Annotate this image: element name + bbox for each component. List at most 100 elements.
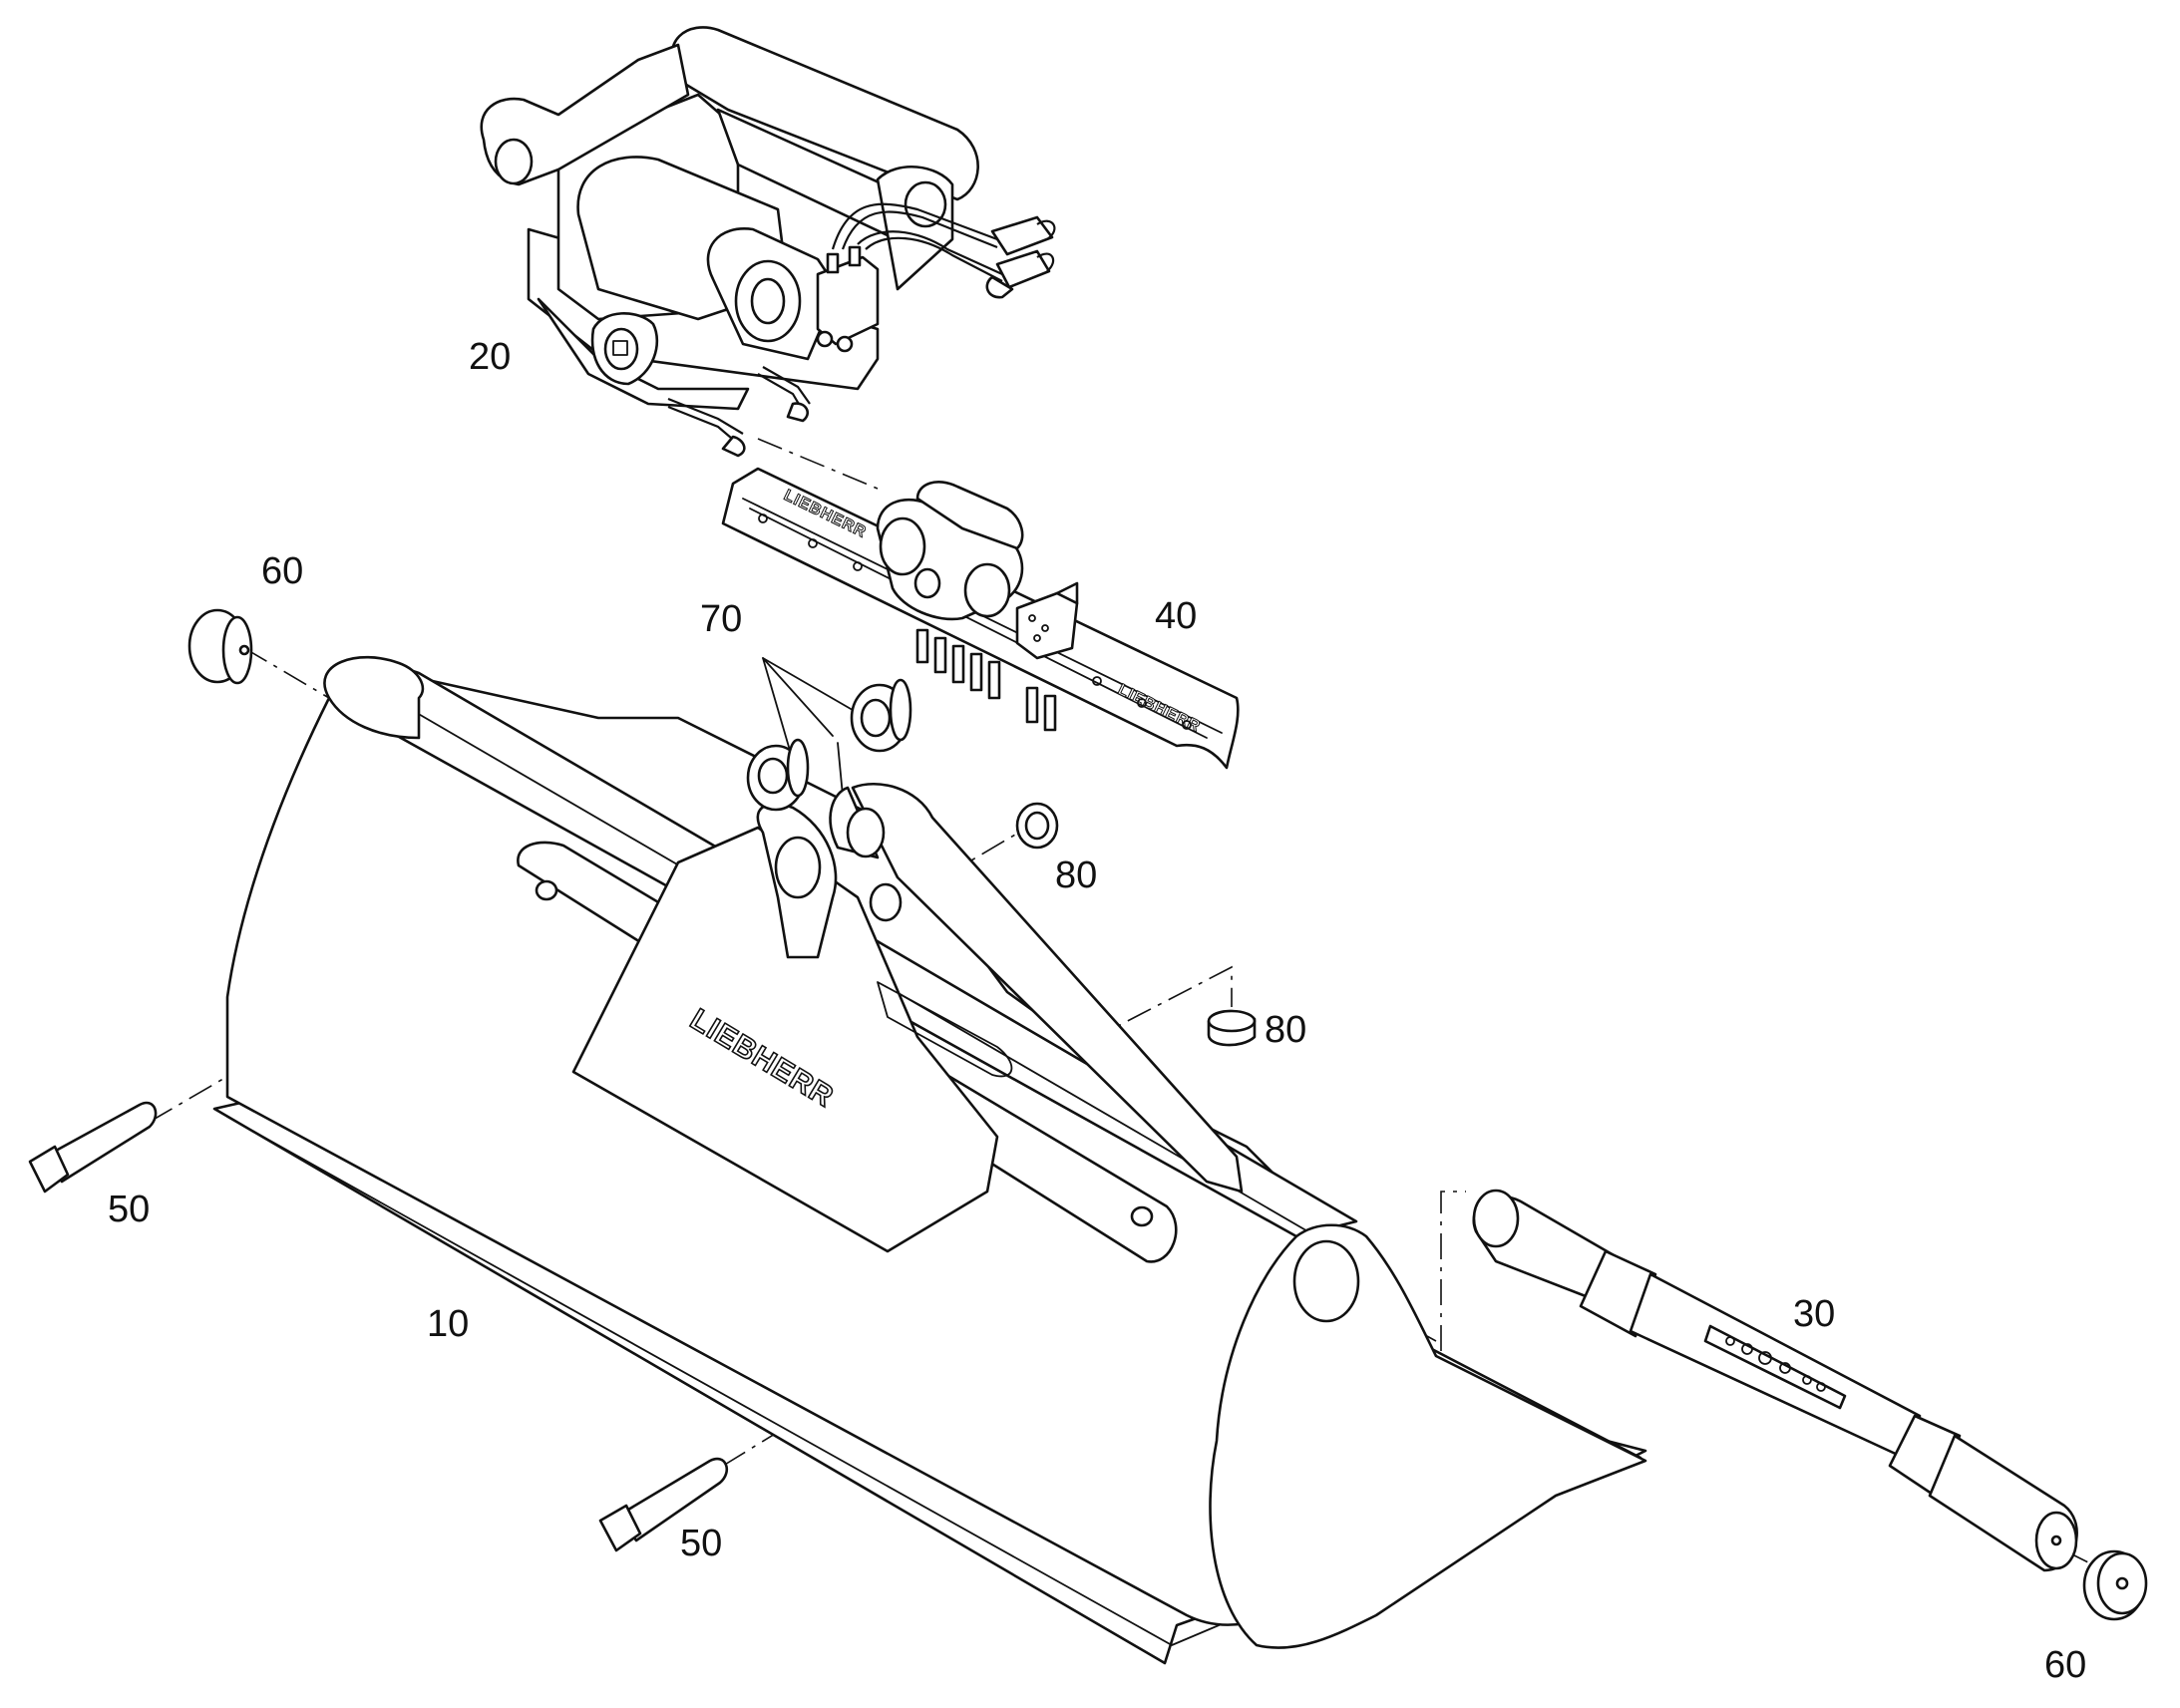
coupler-right-eye-bore xyxy=(750,277,786,325)
pin-right-shaft xyxy=(616,1457,729,1542)
cylinder-end-left-face xyxy=(1472,1189,1520,1248)
adapter-valve-port-3 xyxy=(1033,634,1041,642)
hydraulic-cylinder xyxy=(1472,1189,2078,1572)
coupler-left-ear xyxy=(480,43,690,186)
callout-80-upper: 80 xyxy=(1055,854,1097,896)
bucket-rail-hole-right xyxy=(1130,1205,1154,1227)
pin-left xyxy=(28,1101,158,1194)
bucket-lug-left-bore xyxy=(774,836,822,899)
callout-50-right: 50 xyxy=(680,1523,722,1564)
quick-coupler xyxy=(480,26,1056,458)
adapter-clamp-eye-left xyxy=(879,516,926,576)
callout-10: 10 xyxy=(427,1303,469,1345)
adapter-valve-port-2 xyxy=(1041,624,1049,632)
callout-40: 40 xyxy=(1155,595,1197,637)
adapter-bolt-3 xyxy=(951,644,965,684)
washer-set xyxy=(746,678,912,812)
adapter-main-beam xyxy=(721,467,1240,770)
adapter-bolt-6 xyxy=(1025,686,1039,724)
leader-washers-b xyxy=(762,657,859,714)
cylinder-end-right-center xyxy=(2050,1535,2062,1546)
callout-80-lower: 80 xyxy=(1265,1009,1306,1051)
cap-left-center xyxy=(238,644,250,656)
coupler-valve-fitting-2 xyxy=(836,335,854,353)
coupler-valve-stem-2 xyxy=(848,245,862,267)
pin-left-head xyxy=(28,1145,70,1194)
coupler-left-ear-bore xyxy=(494,138,534,185)
coupler-hose-coupling-1 xyxy=(990,215,1054,256)
adapter-beam-edge-2 xyxy=(749,508,1208,739)
coupler-hose-1b xyxy=(841,210,998,250)
callout-70: 70 xyxy=(700,598,742,640)
coupler-lower-fitting-1 xyxy=(721,435,746,458)
bucket-slot xyxy=(877,981,1013,1078)
adapter-bolt-4 xyxy=(969,652,983,692)
adapter-bolt-1 xyxy=(915,628,929,664)
adapter-valve-top xyxy=(1055,581,1079,605)
bucket-lug-right-hole xyxy=(869,882,903,922)
coupler-motor-hub xyxy=(612,340,628,356)
bushings xyxy=(1015,802,1257,1047)
bucket-mount-plate xyxy=(571,826,999,1253)
adapter-clamp-eye-right xyxy=(963,562,1011,618)
bucket-lug-boss-face xyxy=(846,807,886,858)
pin-right xyxy=(598,1457,729,1552)
adapter-bolt-2 xyxy=(933,636,947,674)
callout-30: 30 xyxy=(1793,1293,1835,1335)
adapter-valve-port-1 xyxy=(1028,614,1036,622)
bucket-right-bore xyxy=(1292,1239,1360,1323)
cap-left-face xyxy=(221,615,253,685)
coupler-hose-loop-1 xyxy=(1036,219,1056,240)
coupler-lower-hose-2b xyxy=(762,366,811,405)
bucket-left-end xyxy=(323,655,425,740)
bucket-lug-right xyxy=(851,782,1244,1194)
coupler-hose-coupling-2 xyxy=(995,249,1051,289)
coupler-valve-fitting-1 xyxy=(816,330,834,348)
coupler-valve-stem-1 xyxy=(826,252,840,274)
coupler-motor-face xyxy=(603,327,639,371)
cap-left xyxy=(187,608,253,685)
bushing-lower-top xyxy=(1207,1009,1257,1033)
cylinder-label-dots xyxy=(1725,1336,1826,1392)
adapter-clamp-top xyxy=(915,481,1024,550)
cylinder-label-plate xyxy=(1703,1324,1847,1410)
cap-right xyxy=(2082,1549,2148,1621)
coupler-lower-fitting-2 xyxy=(786,402,809,423)
adapter-clamp-bolt xyxy=(913,567,941,599)
coupler-hose-2b xyxy=(865,236,1003,282)
washer-left-inner xyxy=(757,757,789,795)
coupler-valve-block xyxy=(816,255,880,346)
bushing-upper-inner xyxy=(1024,811,1050,841)
coupler-hose-2 xyxy=(857,230,1003,276)
callout-60-left: 60 xyxy=(261,550,303,592)
bucket-right-end-plate xyxy=(1209,1223,1647,1649)
coupler-hose-loop-2 xyxy=(1036,252,1055,272)
bucket-rail-hole-left xyxy=(535,879,558,901)
leader-cap-left xyxy=(243,647,330,699)
adapter-bolt-7 xyxy=(1043,694,1057,732)
leader-coupler-adapter xyxy=(757,438,879,490)
coupler-hose-1 xyxy=(831,202,998,250)
coupler-lower-hose-1 xyxy=(667,397,744,435)
bucket: LIEBHERR xyxy=(212,655,1647,1665)
leader-cylinder-bracket xyxy=(1440,1191,1466,1351)
adapter-bar: LIEBHERR LIEBHERR xyxy=(721,467,1240,770)
coupler-right-ear-bore xyxy=(904,180,947,228)
coupler-hose-cap xyxy=(985,275,1014,299)
pin-right-head xyxy=(598,1504,642,1552)
callout-50-left: 50 xyxy=(108,1189,150,1230)
cap-right-center xyxy=(2115,1576,2129,1590)
washer-right-inner xyxy=(860,698,892,738)
callout-60-right: 60 xyxy=(2044,1644,2086,1686)
adapter-rivets xyxy=(758,513,1192,730)
adapter-bolt-5 xyxy=(987,660,1001,700)
pin-left-shaft xyxy=(43,1101,158,1184)
callout-labels: 20 60 70 40 80 80 50 10 50 30 60 xyxy=(108,336,2086,1686)
washer-left-rim xyxy=(786,738,810,798)
callout-20: 20 xyxy=(469,336,511,378)
leader-bushing-lower xyxy=(1086,965,1233,1043)
washer-right-rim xyxy=(889,678,912,742)
adapter-bolt-group xyxy=(915,628,1057,732)
